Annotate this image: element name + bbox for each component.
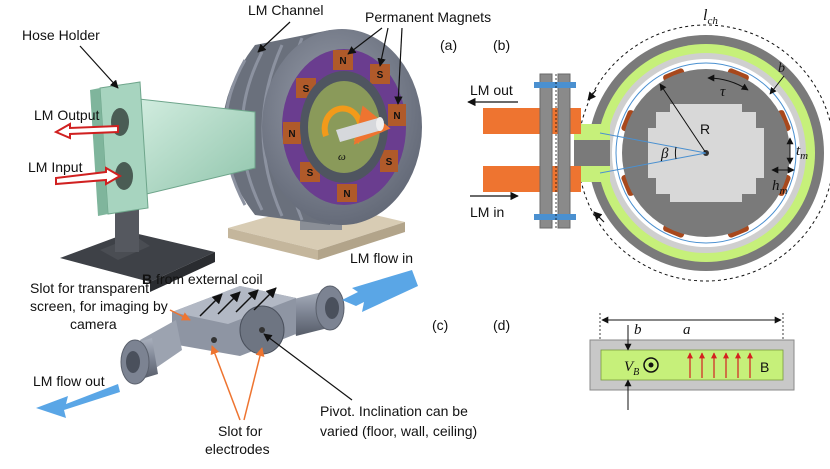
pivot-label-1: Pivot. Inclination can be	[320, 403, 468, 419]
lm-output-label: LM Output	[34, 107, 99, 123]
pivot-label-2: varied (floor, wall, ceiling)	[320, 423, 477, 439]
base-plate	[60, 232, 215, 282]
hose-holder-flange	[99, 81, 149, 215]
rotor-face	[308, 81, 380, 173]
slot-electrodes-label-2: electrodes	[205, 441, 270, 457]
lm-input-label: LM Input	[28, 159, 83, 175]
pole-label: N	[393, 111, 400, 122]
channel-length-circle	[577, 24, 830, 282]
b-label: b	[778, 61, 785, 76]
field-arrows-red	[687, 352, 753, 378]
b-field-label: B from external coil	[142, 271, 263, 287]
lm-flow-out-arrow-icon	[36, 384, 120, 418]
tau-label: τ	[720, 84, 726, 100]
flange	[539, 73, 553, 229]
slot-electrodes-label-1: Slot for	[218, 423, 263, 439]
hose-holder-label: Hose Holder	[22, 27, 100, 43]
tm-label: tm	[796, 143, 808, 162]
panel-c-tag: (c)	[432, 317, 448, 333]
hm-label: hm	[772, 178, 788, 197]
panel-d: (d) a b VB B	[493, 313, 795, 410]
lm-output-arrow-icon	[53, 122, 119, 140]
pole-label: S	[377, 70, 384, 81]
pole-label: N	[288, 129, 295, 140]
panel-c: (c) B from external coil LM flow in	[30, 250, 477, 457]
panel-a-tag: (a)	[440, 37, 457, 53]
pole-label: S	[386, 157, 393, 168]
magnet-block	[337, 184, 357, 202]
vb-label: VB	[624, 359, 639, 378]
magnet-block	[333, 50, 353, 70]
panel-b-tag: (b)	[493, 37, 510, 53]
slot-screen-label-3: camera	[70, 316, 117, 332]
flange	[557, 73, 571, 229]
pole-label: S	[303, 84, 310, 95]
omega-label: ω	[338, 151, 346, 163]
b-dim-label: b	[634, 322, 642, 338]
l-ch-label: lch	[703, 7, 718, 27]
hose-holder	[90, 81, 256, 216]
permanent-magnets-label: Permanent Magnets	[365, 9, 491, 25]
flow-out-of-page-icon	[643, 357, 659, 373]
shaft	[336, 118, 382, 142]
magnet-block	[388, 104, 406, 126]
slot-screen-label-2: screen, for imaging by	[30, 298, 168, 314]
b-field-d-label: B	[760, 359, 769, 375]
lm-flow-in-label: LM flow in	[350, 250, 413, 266]
b-field-arrows	[199, 287, 277, 317]
panel-a: N S N S N S N S ω LM Output L	[22, 2, 491, 292]
r-label: R	[700, 121, 710, 137]
pole-label: N	[343, 189, 350, 200]
pole-label: S	[307, 168, 314, 179]
lm-in-label: LM in	[470, 204, 504, 220]
lm-channel-label: LM Channel	[248, 2, 324, 18]
lm-flow-out-label: LM flow out	[33, 373, 105, 389]
beta-label: β	[660, 146, 669, 162]
panel-b: (b) lch R β τ b	[467, 7, 830, 282]
lm-input-arrow-icon	[55, 166, 123, 186]
panel-d-tag: (d)	[493, 317, 510, 333]
pole-label: N	[339, 56, 346, 67]
magnet-block	[283, 122, 301, 144]
magnet-block	[370, 64, 390, 84]
a-label: a	[683, 322, 691, 338]
lm-out-label: LM out	[470, 82, 513, 98]
lm-flow-in-arrow-icon	[342, 270, 418, 312]
inlet-port	[115, 162, 133, 190]
slot-screen-label-1: Slot for transparent	[30, 280, 149, 296]
magnet-block	[380, 150, 398, 172]
